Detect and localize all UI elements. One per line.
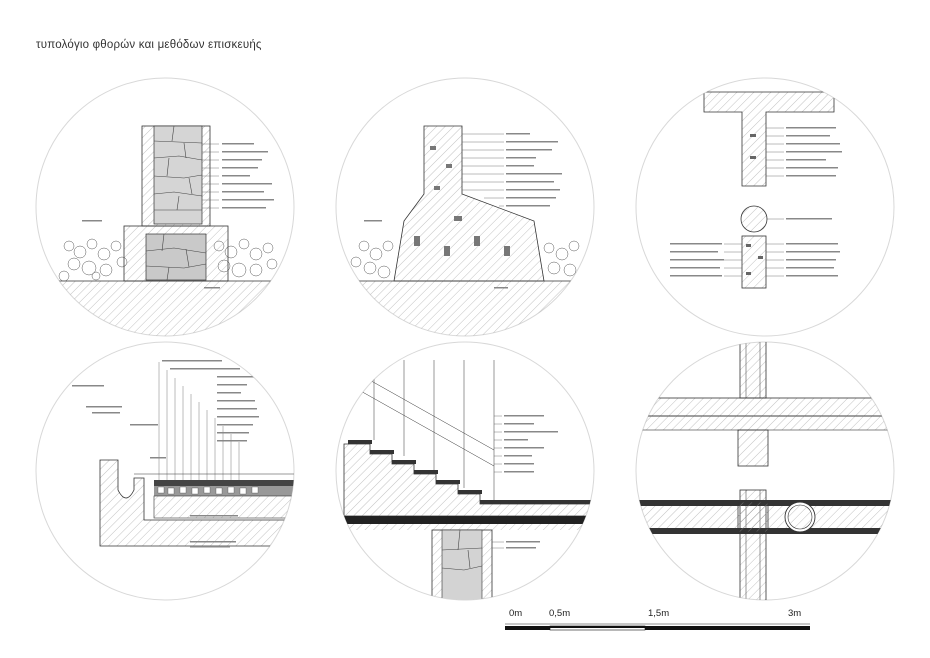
- detail-courtyard-drain-section: [34, 340, 296, 602]
- detail-plastered-wall-footing: [334, 76, 596, 338]
- scale-label-1-5: 1,5m: [648, 608, 670, 619]
- page-title: τυπολόγιο φθορών και μεθόδων επισκευής: [36, 39, 262, 51]
- scale-segment-1: [505, 626, 550, 630]
- detail-stair-railing-section: [334, 340, 596, 602]
- detail-stone-wall-footing: [34, 76, 296, 338]
- scale-segment-3: [645, 626, 810, 630]
- scale-segment-2: [550, 626, 645, 628]
- scale-label-3: 3m: [788, 608, 802, 619]
- scale-label-0-5: 0,5m: [549, 608, 571, 619]
- detail-column-slab-plan: [634, 340, 896, 602]
- scale-bar: 0m 0,5m 1,5m 3m: [505, 608, 810, 648]
- detail-slab-column-junction: [634, 76, 896, 338]
- scale-label-0: 0m: [509, 608, 523, 619]
